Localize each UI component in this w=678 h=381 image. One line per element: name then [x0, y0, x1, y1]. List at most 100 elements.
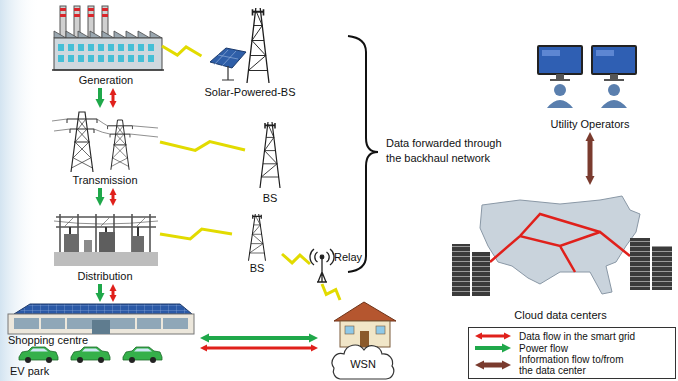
- base-station-illustration: [210, 8, 280, 261]
- utility-operators-illustration: [554, 84, 566, 96]
- legend-entry: Data flow in the smart grid: [472, 330, 672, 342]
- shopping-centre-illustration: [123, 347, 162, 363]
- flow-arrow: [588, 141, 593, 176]
- node-label: BS: [250, 262, 265, 275]
- cloud-data-center-illustration: [490, 214, 630, 272]
- house-illustration: [332, 345, 394, 379]
- legend-sample: [472, 342, 514, 354]
- flow-arrow: [112, 291, 115, 295]
- shopping-centre-illustration: [8, 314, 194, 334]
- node-label: Relay: [334, 251, 362, 264]
- wireless-link: [162, 46, 201, 56]
- house-illustration: [345, 326, 354, 334]
- node-label: Shopping centre: [8, 334, 88, 347]
- substation-illustration: [54, 221, 158, 224]
- substation-illustration: [56, 217, 156, 227]
- cloud-data-center-illustration: [630, 238, 650, 290]
- node-label: Utility Operators: [551, 118, 630, 131]
- wireless-link: [160, 142, 245, 151]
- utility-operators-illustration: [608, 84, 620, 96]
- utility-operators-illustration: [550, 74, 624, 81]
- relay-antenna-illustration: [310, 249, 334, 265]
- legend-sample: [472, 359, 514, 371]
- utility-operators-illustration: [538, 46, 636, 108]
- relay-antenna-illustration: [310, 249, 334, 282]
- component-node: Cloud data centers: [445, 185, 676, 323]
- flow-arrow: [112, 195, 115, 199]
- shopping-centre-illustration: [19, 347, 58, 363]
- node-label: BS: [263, 192, 278, 205]
- base-station-illustration: [249, 214, 266, 261]
- substation-illustration: [60, 214, 150, 252]
- power-plant-illustration: [54, 31, 162, 38]
- house-illustration: [360, 331, 369, 347]
- backhaul-bracket: [348, 36, 378, 272]
- substation-illustration: [132, 236, 144, 252]
- node-label: Solar-Powered-BS: [204, 86, 295, 99]
- flow-arrow: [98, 188, 102, 197]
- flow-arrow: [112, 95, 115, 101]
- substation-illustration: [84, 240, 92, 252]
- component-node: BS: [232, 212, 282, 276]
- legend-text: Power flow: [519, 343, 568, 354]
- power-plant-illustration: [52, 6, 164, 70]
- cloud-data-center-illustration: [452, 244, 470, 296]
- transmission-tower-illustration: [67, 112, 97, 172]
- power-plant-illustration: [60, 8, 108, 17]
- component-node: Utility Operators: [530, 40, 650, 132]
- base-station-illustration: [222, 66, 234, 80]
- legend-box: Data flow in the smart gridPower flowInf…: [468, 327, 676, 379]
- substation-illustration: [54, 252, 158, 266]
- cloud-data-center-illustration: [652, 246, 672, 290]
- component-node: Shopping centre EV park: [0, 302, 200, 380]
- flow-arrow: [98, 284, 102, 293]
- component-node: Distribution: [50, 206, 160, 284]
- legend-sample-line: [484, 363, 502, 368]
- base-station-illustration: [247, 8, 269, 83]
- base-station-illustration: [260, 122, 280, 188]
- substation-illustration: [64, 217, 146, 227]
- power-plant-illustration: [54, 38, 162, 70]
- substation-illustration: [99, 232, 115, 252]
- house-illustration: [334, 302, 396, 321]
- flow-arrow: [207, 347, 311, 350]
- component-node: Generation: [50, 2, 162, 88]
- shopping-centre-illustration: [14, 304, 192, 314]
- component-node: Solar-Powered-BS: [201, 4, 298, 100]
- substation-illustration: [64, 234, 79, 252]
- substation-illustration: [54, 214, 158, 266]
- node-label: Distribution: [77, 270, 132, 283]
- component-node: Relay: [310, 250, 374, 284]
- node-label: WSN: [350, 358, 376, 371]
- annotation-text: Data forwarded through the backhaul netw…: [386, 136, 514, 166]
- transmission-tower-illustration: [108, 120, 133, 170]
- shopping-centre-illustration: [71, 347, 110, 363]
- cloud-data-center-illustration: [480, 196, 640, 294]
- node-label: EV park: [10, 365, 49, 378]
- legend-entry: Power flow: [472, 342, 672, 354]
- cloud-data-center-illustration: [472, 252, 490, 296]
- wireless-link: [282, 254, 310, 264]
- node-label: Transmission: [73, 174, 138, 187]
- legend-text: Data flow in the smart grid: [519, 331, 635, 342]
- transmission-tower-illustration: [52, 119, 158, 137]
- transmission-tower-illustration: [52, 112, 158, 172]
- flow-arrow: [209, 336, 309, 340]
- base-station-illustration: [214, 50, 238, 66]
- legend-sample: [472, 330, 514, 342]
- utility-operators-illustration: [547, 100, 627, 108]
- wireless-link: [322, 284, 340, 300]
- wireless-link: [160, 229, 232, 239]
- legend-entry: Information flow to/from the data center: [472, 354, 672, 376]
- relay-antenna-illustration: [317, 258, 327, 282]
- house-illustration: [340, 321, 390, 347]
- component-node: BS: [245, 120, 295, 206]
- legend-text: Information flow to/from the data center: [519, 354, 637, 376]
- component-node: Transmission: [50, 108, 160, 188]
- utility-operators-illustration: [542, 50, 614, 56]
- shopping-centre-illustration: [92, 320, 110, 334]
- relay-antenna-illustration: [320, 255, 324, 259]
- base-station-illustration: [210, 48, 246, 68]
